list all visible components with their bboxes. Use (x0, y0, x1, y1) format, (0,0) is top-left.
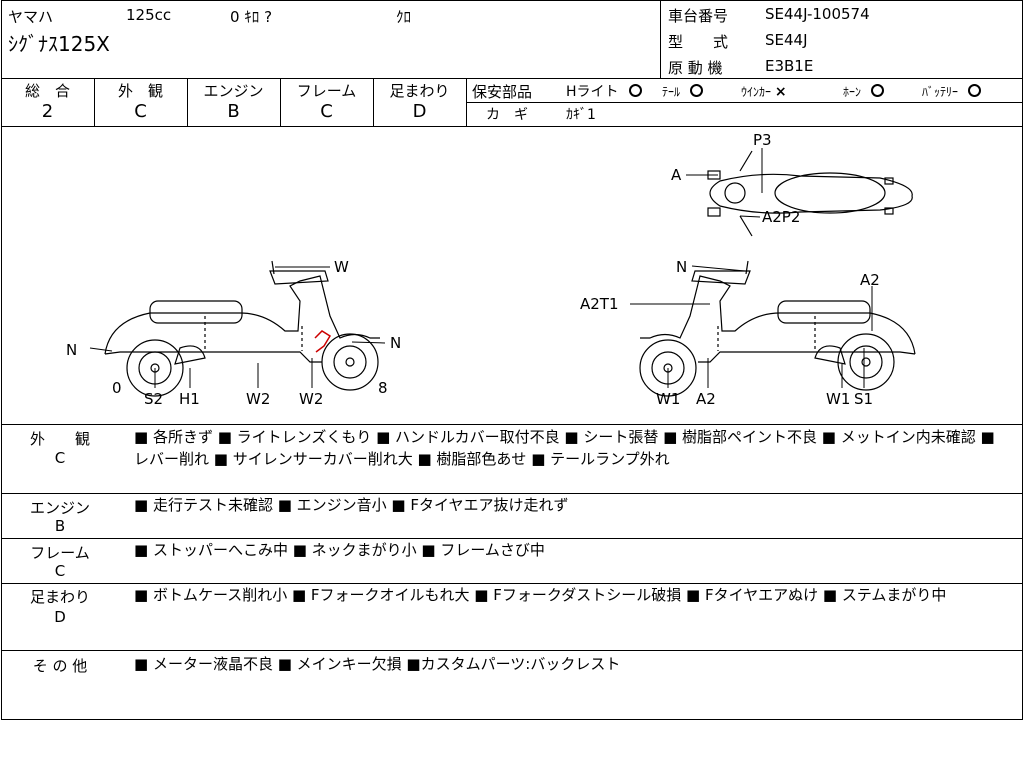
diagram-bottom-line (1, 424, 1023, 425)
section-divider (1, 538, 1023, 539)
left-side-scooter (104, 260, 380, 397)
grade-label-total: 総 合 (24, 82, 70, 100)
diagram-label: W1 (826, 390, 851, 408)
diagram-label: 8 (378, 379, 388, 397)
header-divider (660, 0, 661, 78)
sheet-frame (1, 0, 1023, 720)
grade-divider (94, 78, 95, 126)
section-grade-frame: C (54, 562, 66, 580)
diagram-label: W2 (246, 390, 271, 408)
section-text-other: ■ メーター液晶不良 ■ メインキー欠損 ■カスタムパーツ:バックレスト (134, 655, 621, 673)
section-title-exterior: 外 観 (29, 430, 90, 448)
section-divider (1, 583, 1023, 584)
type-label: 型 式 (668, 33, 729, 51)
color: ｸﾛ (396, 8, 412, 26)
section-title-frame: フレーム (30, 544, 90, 562)
safety-item-tail: ﾃｰﾙ (662, 83, 703, 100)
section-text-engine: ■ 走行テスト未確認 ■ エンジン音小 ■ Fタイヤエア抜け走れず (134, 496, 569, 514)
section-grade-engine: B (54, 517, 66, 535)
section-title-suspension: 足まわり (29, 588, 90, 606)
safety-item-label: ﾎｰﾝ (843, 85, 862, 99)
section-grade-suspension: D (54, 608, 66, 626)
section-title-engine: エンジン (29, 499, 90, 517)
grade-label-frame: フレーム (296, 82, 357, 100)
diagram-label: A2 (860, 271, 880, 289)
grades-bottom-line (1, 126, 1023, 127)
section-text-suspension: ■ ボトムケース削れ小 ■ Fフォークオイルもれ大 ■ Fフォークダストシール破… (134, 586, 947, 604)
type-value: SE44J (765, 31, 808, 49)
frame-no: SE44J-100574 (765, 5, 870, 23)
grade-divider (187, 78, 188, 126)
header-bottom-line (1, 78, 1023, 79)
key-value: ｶｷﾞ1 (566, 107, 596, 123)
diagram-label: A2 (696, 390, 716, 408)
grade-label-engine: エンジン (203, 82, 264, 100)
section-divider (1, 493, 1023, 494)
damage-mark (314, 330, 332, 353)
grade-label-exterior: 外 観 (117, 82, 163, 100)
section-title-other: そ の 他 (32, 657, 88, 675)
ok-circle-icon (628, 84, 642, 97)
diagram-label: H1 (179, 390, 200, 408)
ok-circle-icon (870, 84, 884, 97)
displacement: 125cc (126, 6, 172, 24)
diagram-label: W (334, 258, 349, 276)
diagram-label: N (66, 341, 78, 359)
safety-item-horn: ﾎｰﾝ (843, 83, 884, 100)
key-label: カ ギ (486, 107, 528, 123)
safety-title: 保安部品 (472, 83, 533, 101)
maker: ヤマハ (8, 8, 54, 26)
diagram-label: P3 (753, 131, 772, 149)
diagram-label: 0 (112, 379, 122, 397)
safety-item-label: ﾃｰﾙ (662, 85, 681, 99)
section-text-frame: ■ ストッパーへこみ中 ■ ネックまがり小 ■ フレームさび中 (134, 541, 545, 559)
engine-value: E3B1E (765, 57, 814, 75)
safety-item-label: Hライト (566, 84, 619, 100)
diagram-label: N (390, 334, 402, 352)
frame-no-label: 車台番号 (668, 7, 729, 25)
top-view-scooter (707, 150, 913, 237)
grade-divider (280, 78, 281, 126)
section-divider (1, 650, 1023, 651)
grade-value-exterior: C (134, 101, 147, 122)
diagram-label: W2 (299, 390, 324, 408)
safety-item-label: ﾊﾞｯﾃﾘｰ (922, 85, 959, 99)
diagram-label: N (676, 258, 688, 276)
grade-label-suspension: 足まわり (389, 82, 450, 100)
scooter-diagram (89, 148, 916, 397)
safety-item-winker: ｳｲﾝｶｰ × (741, 83, 787, 100)
safety-item-label: ｳｲﾝｶｰ (741, 85, 772, 99)
grade-value-frame: C (320, 101, 333, 122)
diagram-label: A (671, 166, 682, 184)
model-name: ｼｸﾞﾅｽ125X (8, 32, 110, 56)
diagram-label: A2P2 (762, 208, 801, 226)
ok-circle-icon (967, 84, 981, 97)
grade-value-total: 2 (41, 101, 54, 122)
grade-value-engine: B (227, 101, 240, 122)
grade-value-suspension: D (412, 101, 427, 122)
ok-circle-icon (689, 84, 703, 97)
grade-divider (373, 78, 374, 126)
diagram-label: S1 (854, 390, 874, 408)
diagram-label: S2 (144, 390, 164, 408)
safety-item-battery: ﾊﾞｯﾃﾘｰ (922, 83, 981, 100)
safety-item-headlight: Hライト (566, 81, 642, 101)
mileage: 0 ｷﾛ ? (230, 8, 273, 26)
leader-lines (89, 148, 873, 388)
engine-label: 原 動 機 (668, 59, 723, 77)
section-grade-exterior: C (54, 449, 66, 467)
diagram-label: W1 (656, 390, 681, 408)
ng-cross-icon: × (774, 84, 787, 100)
safety-divider (466, 102, 1023, 103)
section-text-exterior: ■ 各所きず ■ ライトレンズくもり ■ ハンドルカバー取付不良 ■ シート張替… (134, 428, 995, 468)
diagram-label: A2T1 (580, 295, 619, 313)
